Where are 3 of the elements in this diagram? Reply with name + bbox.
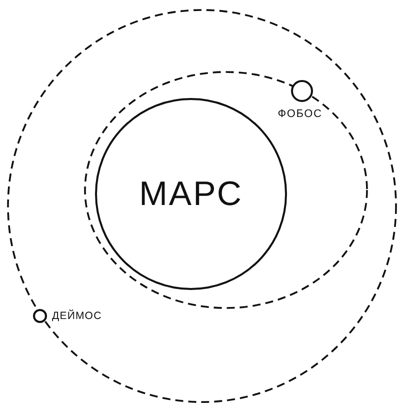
moon-label: ДЕЙМОС — [52, 311, 103, 322]
moon-label: ФОБОС — [276, 109, 324, 120]
planet-label: МАРС — [139, 177, 243, 211]
